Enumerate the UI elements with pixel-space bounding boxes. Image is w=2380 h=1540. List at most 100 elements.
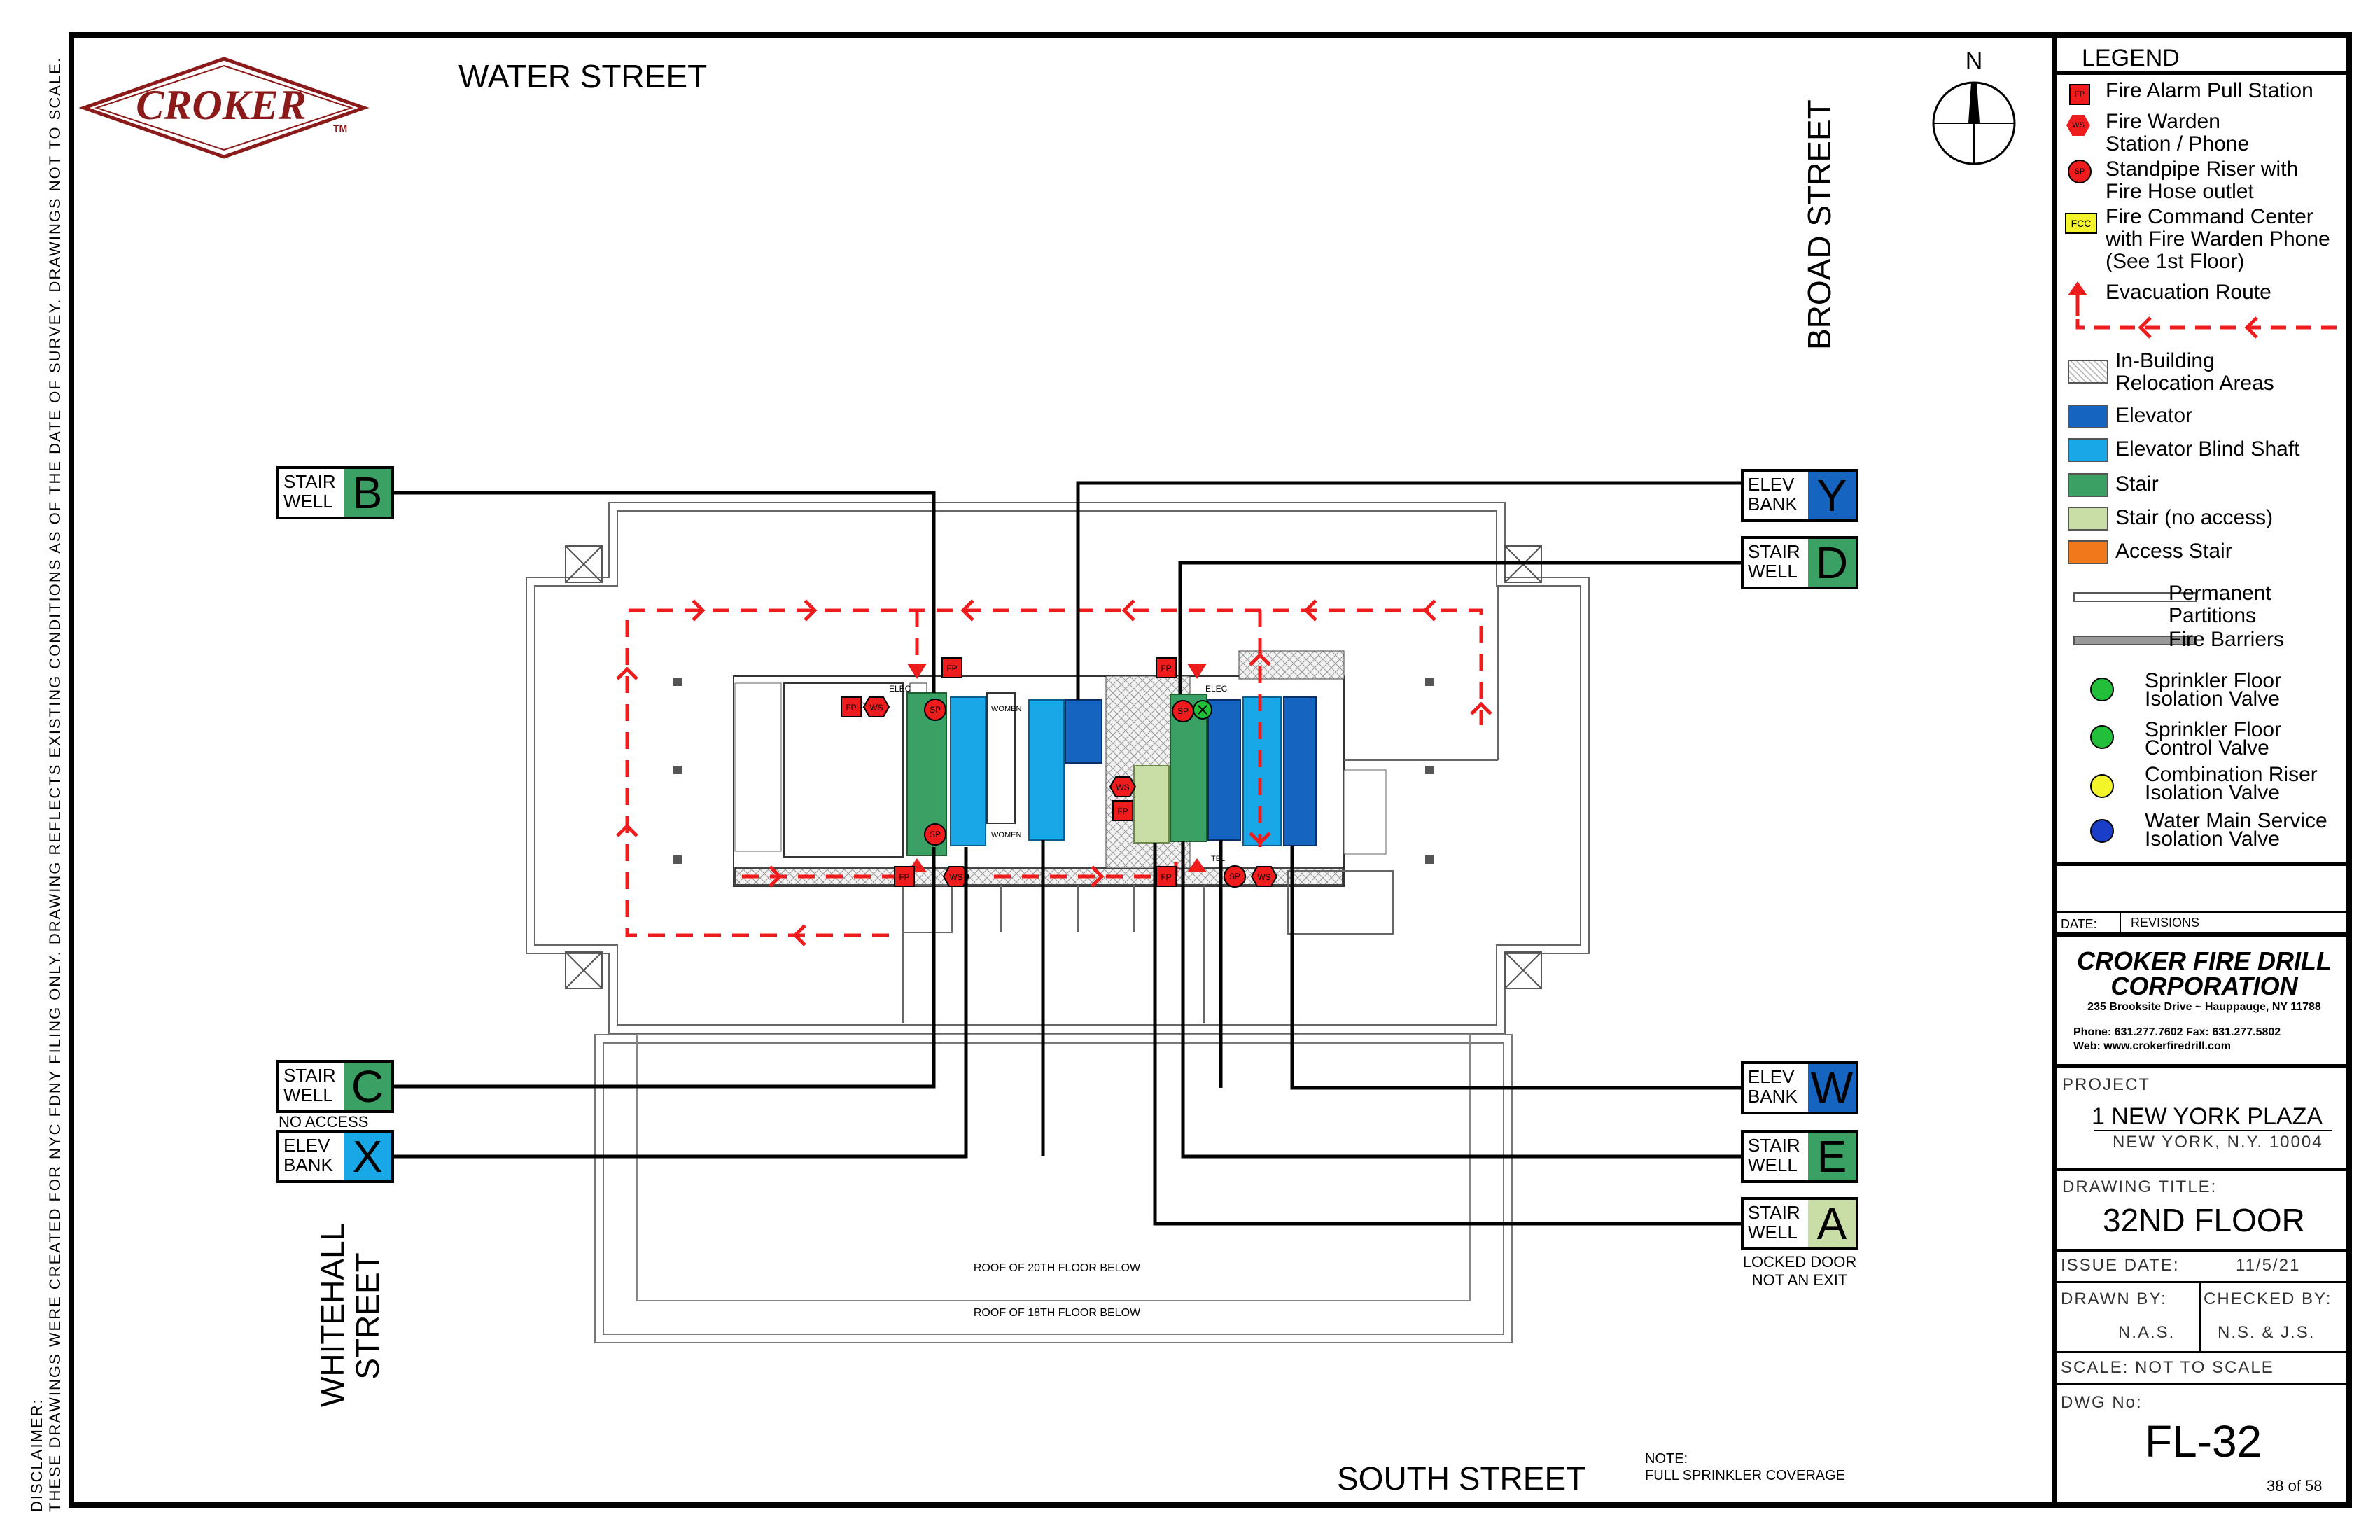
drawn-by: N.A.S. — [2118, 1323, 2176, 1342]
callout-stair-a-note: LOCKED DOOR NOT AN EXIT — [1741, 1253, 1858, 1289]
ws-symbol-3-label: WS — [1116, 783, 1129, 792]
legend-stair-no-access-swatch — [2068, 507, 2108, 531]
callout-stair-e-letter: E — [1808, 1133, 1856, 1180]
sp-symbol-2-label: SP — [930, 830, 941, 839]
legend-water-main-line1: Water Main Service — [2145, 809, 2328, 832]
ws-symbol-1-label: WS — [869, 703, 883, 713]
legend-sp-line1: Standpipe Riser with — [2106, 158, 2299, 181]
callout-stair-c-letter: C — [344, 1063, 391, 1110]
sp-symbol-1-label: SP — [930, 705, 941, 715]
callout-stair-b-line1: STAIR — [284, 471, 336, 492]
callout-stair-b-letter: B — [344, 469, 391, 517]
legend-fp-label: Fire Alarm Pull Station — [2106, 79, 2314, 102]
legend-fp-icon: FP — [2069, 84, 2090, 105]
columns — [673, 678, 1434, 864]
legend-ws-line2: Station / Phone — [2106, 132, 2250, 155]
company-web[interactable]: Web: www.crokerfiredrill.com — [2073, 1040, 2231, 1052]
elevator-bank-y — [1065, 699, 1102, 764]
scale-label: SCALE: NOT TO SCALE — [2061, 1358, 2274, 1377]
legend-water-main-line2: Isolation Valve — [2145, 827, 2280, 850]
legend-stair-label: Stair — [2115, 472, 2159, 496]
legend-combo-riser-line1: Combination Riser — [2145, 763, 2318, 786]
women-room-label-2: WOMEN — [991, 831, 1021, 839]
fp-symbol-6-label: FP — [1161, 872, 1171, 882]
women-room-label-1: WOMEN — [991, 705, 1021, 713]
ws-symbol-4-label: WS — [1257, 872, 1270, 882]
callout-elev-y-line2: BANK — [1748, 493, 1798, 514]
logo-text: CROKER — [136, 82, 306, 128]
legend-permanent-line1: Permanent — [2169, 582, 2272, 605]
elec-room-label-3: ELEC — [1205, 684, 1228, 694]
legend-fcc-icon: FCC — [2065, 213, 2097, 234]
legend-elevator-swatch — [2068, 405, 2108, 428]
callout-stair-a-line1: STAIR — [1748, 1202, 1800, 1223]
sprinkler-note: NOTE: FULL SPRINKLER COVERAGE — [1645, 1450, 1845, 1484]
issue-date: 11/5/21 — [2236, 1256, 2301, 1275]
legend-fire-barrier-swatch — [2073, 636, 2197, 645]
water-street-label: WATER STREET — [458, 58, 708, 94]
evacuation-route — [625, 608, 1483, 937]
elevator-blind-shaft-x — [950, 696, 986, 846]
callout-stair-d-line1: STAIR — [1748, 541, 1800, 562]
ws-symbol-2 — [942, 866, 970, 887]
drawing-title: 32ND FLOOR — [2103, 1202, 2305, 1238]
legend-sprinkler-iso-line2: Isolation Valve — [2145, 687, 2280, 710]
checked-by: N.S. & J.S. — [2218, 1323, 2316, 1342]
project-name: 1 NEW YORK PLAZA — [2092, 1103, 2323, 1130]
callout-stair-a-note1: LOCKED DOOR — [1742, 1253, 1857, 1270]
legend-access-stair-swatch — [2068, 540, 2108, 564]
croker-logo: CROKER TM — [78, 57, 370, 159]
legend-access-stair-label: Access Stair — [2115, 540, 2232, 563]
company-name-line1: CROKER FIRE DRILL — [2077, 946, 2332, 975]
fp-symbol-5-label: FP — [1117, 806, 1128, 816]
elevator-bank-w-2 — [1283, 696, 1317, 846]
legend-water-main-icon — [2090, 819, 2114, 843]
callout-elev-x-line2: BANK — [284, 1154, 333, 1175]
sp-symbol-2 — [924, 823, 946, 846]
legend-fcc-line2: with Fire Warden Phone — [2106, 227, 2330, 251]
fp-symbol-2 — [841, 696, 862, 718]
legend-elevator-label: Elevator — [2115, 404, 2193, 427]
issue-date-label: ISSUE DATE: — [2061, 1256, 2180, 1275]
fp-symbol-1-label: FP — [946, 664, 957, 673]
callout-elev-y-line1: ELEV — [1748, 474, 1795, 495]
callout-stair-e-line2: WELL — [1748, 1154, 1798, 1175]
callout-stair-d-line2: WELL — [1748, 561, 1798, 582]
fp-symbol-5 — [1112, 800, 1133, 821]
ws-symbol-4 — [1250, 866, 1278, 887]
legend-relocation-line1: In-Building — [2115, 349, 2215, 372]
evacuation-arrows — [616, 599, 1492, 946]
callout-stair-c-note: NO ACCESS — [279, 1113, 369, 1130]
legend-permanent-line2: Partitions — [2169, 604, 2257, 627]
legend-combo-riser-icon — [2090, 774, 2114, 798]
callout-stair-e-line1: STAIR — [1748, 1135, 1800, 1156]
company-address: 235 Brooksite Drive ~ Hauppauge, NY 1178… — [2087, 1001, 2321, 1013]
callout-elev-w-line2: BANK — [1748, 1086, 1798, 1107]
legend-sp-icon: SP — [2068, 160, 2092, 183]
drawn-by-label: DRAWN BY: — [2061, 1289, 2167, 1308]
legend-sprinkler-iso-line1: Sprinkler Floor — [2145, 669, 2282, 692]
elec-room-label-1: ELEC — [889, 684, 911, 694]
legend-evac-label: Evacuation Route — [2106, 281, 2272, 304]
south-street-label: SOUTH STREET — [1337, 1460, 1586, 1497]
drawing-title-label: DRAWING TITLE: — [2062, 1177, 2218, 1196]
legend-evac-icon — [2068, 281, 2339, 339]
legend-sp-line2: Fire Hose outlet — [2106, 180, 2254, 203]
tel-room-label: TEL — [1211, 855, 1225, 863]
legend-sprinkler-ctrl-line2: Control Valve — [2145, 736, 2269, 760]
callout-stair-a-letter: A — [1808, 1200, 1856, 1247]
elevator-bank-w-1 — [1208, 699, 1241, 841]
fp-symbol-4-label: FP — [1161, 664, 1171, 673]
revisions-label: REVISIONS — [2131, 916, 2200, 930]
